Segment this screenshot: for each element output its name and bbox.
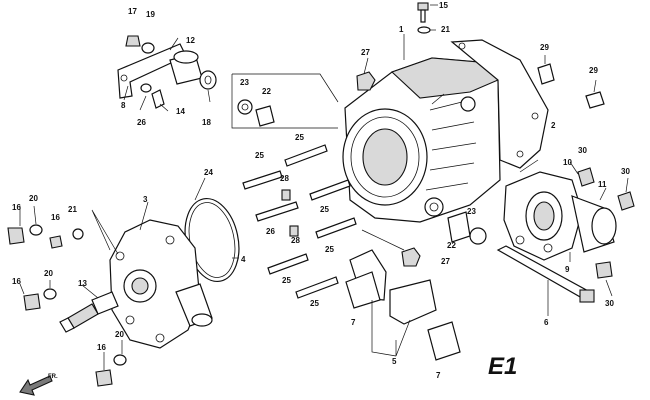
top-bolt-and-washer[interactable] — [417, 2, 431, 34]
callout-6: 6 — [544, 318, 549, 327]
callout-1: 1 — [399, 25, 404, 34]
direction-label: FR. — [48, 374, 58, 380]
section-tag: E1 — [488, 353, 517, 380]
callout-22-lower: 22 — [447, 241, 456, 250]
callout-28-lower: 28 — [291, 236, 300, 245]
callout-16-d: 16 — [97, 343, 106, 352]
callout-2: 2 — [551, 121, 556, 130]
callout-21-left: 21 — [68, 205, 77, 214]
bracket-assembly[interactable] — [117, 35, 217, 109]
front-direction-indicator: FR. — [19, 374, 58, 396]
dowel-pin-part[interactable] — [537, 63, 605, 109]
callout-25-f: 25 — [310, 299, 319, 308]
guide-bracket-part[interactable] — [345, 249, 461, 361]
callout-17: 17 — [128, 7, 137, 16]
callout-8: 8 — [121, 101, 126, 110]
callout-12: 12 — [186, 36, 195, 45]
callout-30-c: 30 — [605, 299, 614, 308]
callout-20-b: 20 — [44, 269, 53, 278]
callout-29-top: 29 — [540, 43, 549, 52]
callout-7-lower: 7 — [436, 371, 441, 380]
callout-23-lower: 23 — [467, 207, 476, 216]
callout-18: 18 — [202, 118, 211, 127]
callout-7-upper: 7 — [351, 318, 356, 327]
callout-5: 5 — [392, 357, 397, 366]
callout-16-b: 16 — [51, 213, 60, 222]
callout-10: 10 — [563, 158, 572, 167]
callout-24: 24 — [204, 168, 213, 177]
cap-nut-washer-left[interactable] — [7, 224, 127, 387]
cylinder-head-part[interactable] — [109, 219, 213, 349]
callout-29-right: 29 — [589, 66, 598, 75]
callout-20-c: 20 — [115, 330, 124, 339]
callout-3: 3 — [143, 195, 148, 204]
callout-19: 19 — [146, 10, 155, 19]
exhaust-gasket-part[interactable] — [450, 39, 549, 169]
callout-25-d: 25 — [325, 245, 334, 254]
callout-21-top: 21 — [441, 25, 450, 34]
callout-28-upper: 28 — [280, 174, 289, 183]
callout-27-top: 27 — [361, 48, 370, 57]
callout-27-lower: 27 — [441, 257, 450, 266]
leader-lines — [19, 4, 629, 370]
callout-16-c: 16 — [12, 277, 21, 286]
callout-25-e: 25 — [282, 276, 291, 285]
callout-20-a: 20 — [29, 194, 38, 203]
callout-30-b: 30 — [621, 167, 630, 176]
callout-4: 4 — [241, 255, 246, 264]
callout-26-mid: 26 — [266, 227, 275, 236]
callout-22-upper: 22 — [262, 87, 271, 96]
callout-14: 14 — [176, 107, 185, 116]
callout-25-c: 25 — [320, 205, 329, 214]
callout-labels: 17 19 12 8 26 14 18 15 21 1 27 29 29 2 2… — [12, 1, 630, 380]
spark-plug-part[interactable] — [59, 291, 119, 333]
callout-25-b: 25 — [255, 151, 264, 160]
cylinder-part[interactable] — [342, 57, 501, 223]
callout-15: 15 — [439, 1, 448, 10]
callout-16-a: 16 — [12, 203, 21, 212]
callout-9: 9 — [565, 265, 570, 274]
stud-bolt-part[interactable] — [242, 144, 357, 299]
bearing-part[interactable] — [237, 99, 487, 245]
callout-30-a: 30 — [578, 146, 587, 155]
callout-23-upper: 23 — [240, 78, 249, 87]
callout-11: 11 — [598, 180, 607, 189]
cap-nut-part[interactable] — [356, 71, 421, 267]
callout-13: 13 — [78, 279, 87, 288]
callout-26-bracket: 26 — [137, 118, 146, 127]
water-pump-part[interactable] — [496, 167, 635, 303]
callout-25-a: 25 — [295, 133, 304, 142]
